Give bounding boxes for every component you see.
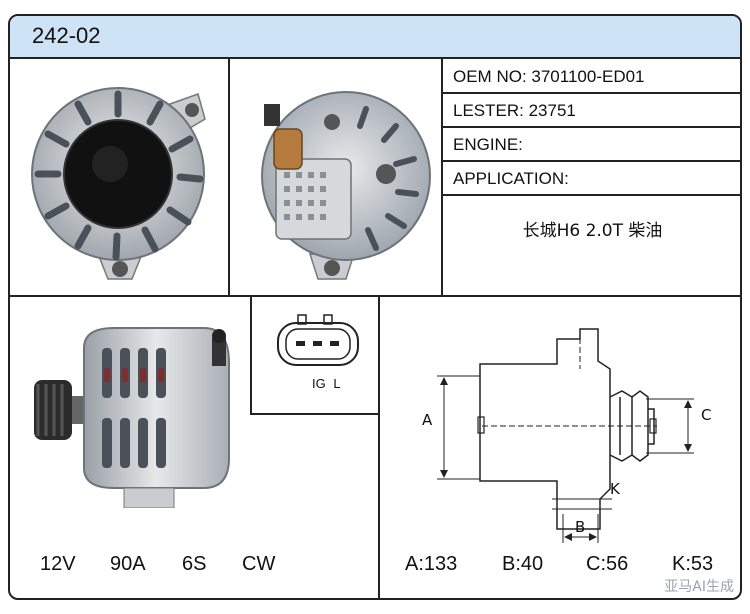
title-bar: 242-02 xyxy=(10,16,740,59)
alternator-side-photo xyxy=(34,327,230,508)
divider xyxy=(441,59,443,297)
spec-sheet: 242-02 OEM NO: 3701100-ED01 LESTER: 2375… xyxy=(8,14,742,600)
lester-number: LESTER: 23751 xyxy=(453,101,576,120)
divider xyxy=(443,160,740,162)
dimension-k: K:53 xyxy=(672,553,714,575)
dimension-label-b: B xyxy=(575,518,586,536)
watermark: 亚马AI生成 xyxy=(664,579,734,595)
part-number-title: 242-02 xyxy=(32,23,101,48)
divider xyxy=(443,92,740,94)
dimension-label-c: C xyxy=(701,406,712,424)
spec-voltage: 12V xyxy=(40,553,76,575)
engine-label: ENGINE: xyxy=(453,135,523,154)
divider xyxy=(10,295,740,297)
alternator-front-photo xyxy=(31,87,206,280)
divider xyxy=(228,59,230,297)
spec-current: 90A xyxy=(110,553,146,575)
dimension-label-a: A xyxy=(422,411,433,429)
dimension-c: C:56 xyxy=(586,553,629,575)
divider xyxy=(250,413,380,415)
connector-diagram xyxy=(277,314,359,366)
divider xyxy=(250,297,252,415)
divider xyxy=(378,297,380,598)
connector-pin-labels: IG L xyxy=(312,376,341,391)
spec-rotation: CW xyxy=(242,553,276,575)
divider xyxy=(443,126,740,128)
dimension-b: B:40 xyxy=(502,553,544,575)
spec-pulley: 6S xyxy=(182,553,207,575)
divider xyxy=(443,194,740,196)
oem-number: OEM NO: 3701100-ED01 xyxy=(453,67,645,86)
application-value: 长城H6 2.0T 柴油 xyxy=(522,221,663,241)
dimension-a: A:133 xyxy=(405,553,458,575)
alternator-rear-photo xyxy=(261,91,431,280)
dimension-drawing xyxy=(437,328,694,543)
dimension-label-k: K xyxy=(610,480,620,498)
application-label: APPLICATION: xyxy=(453,169,569,188)
